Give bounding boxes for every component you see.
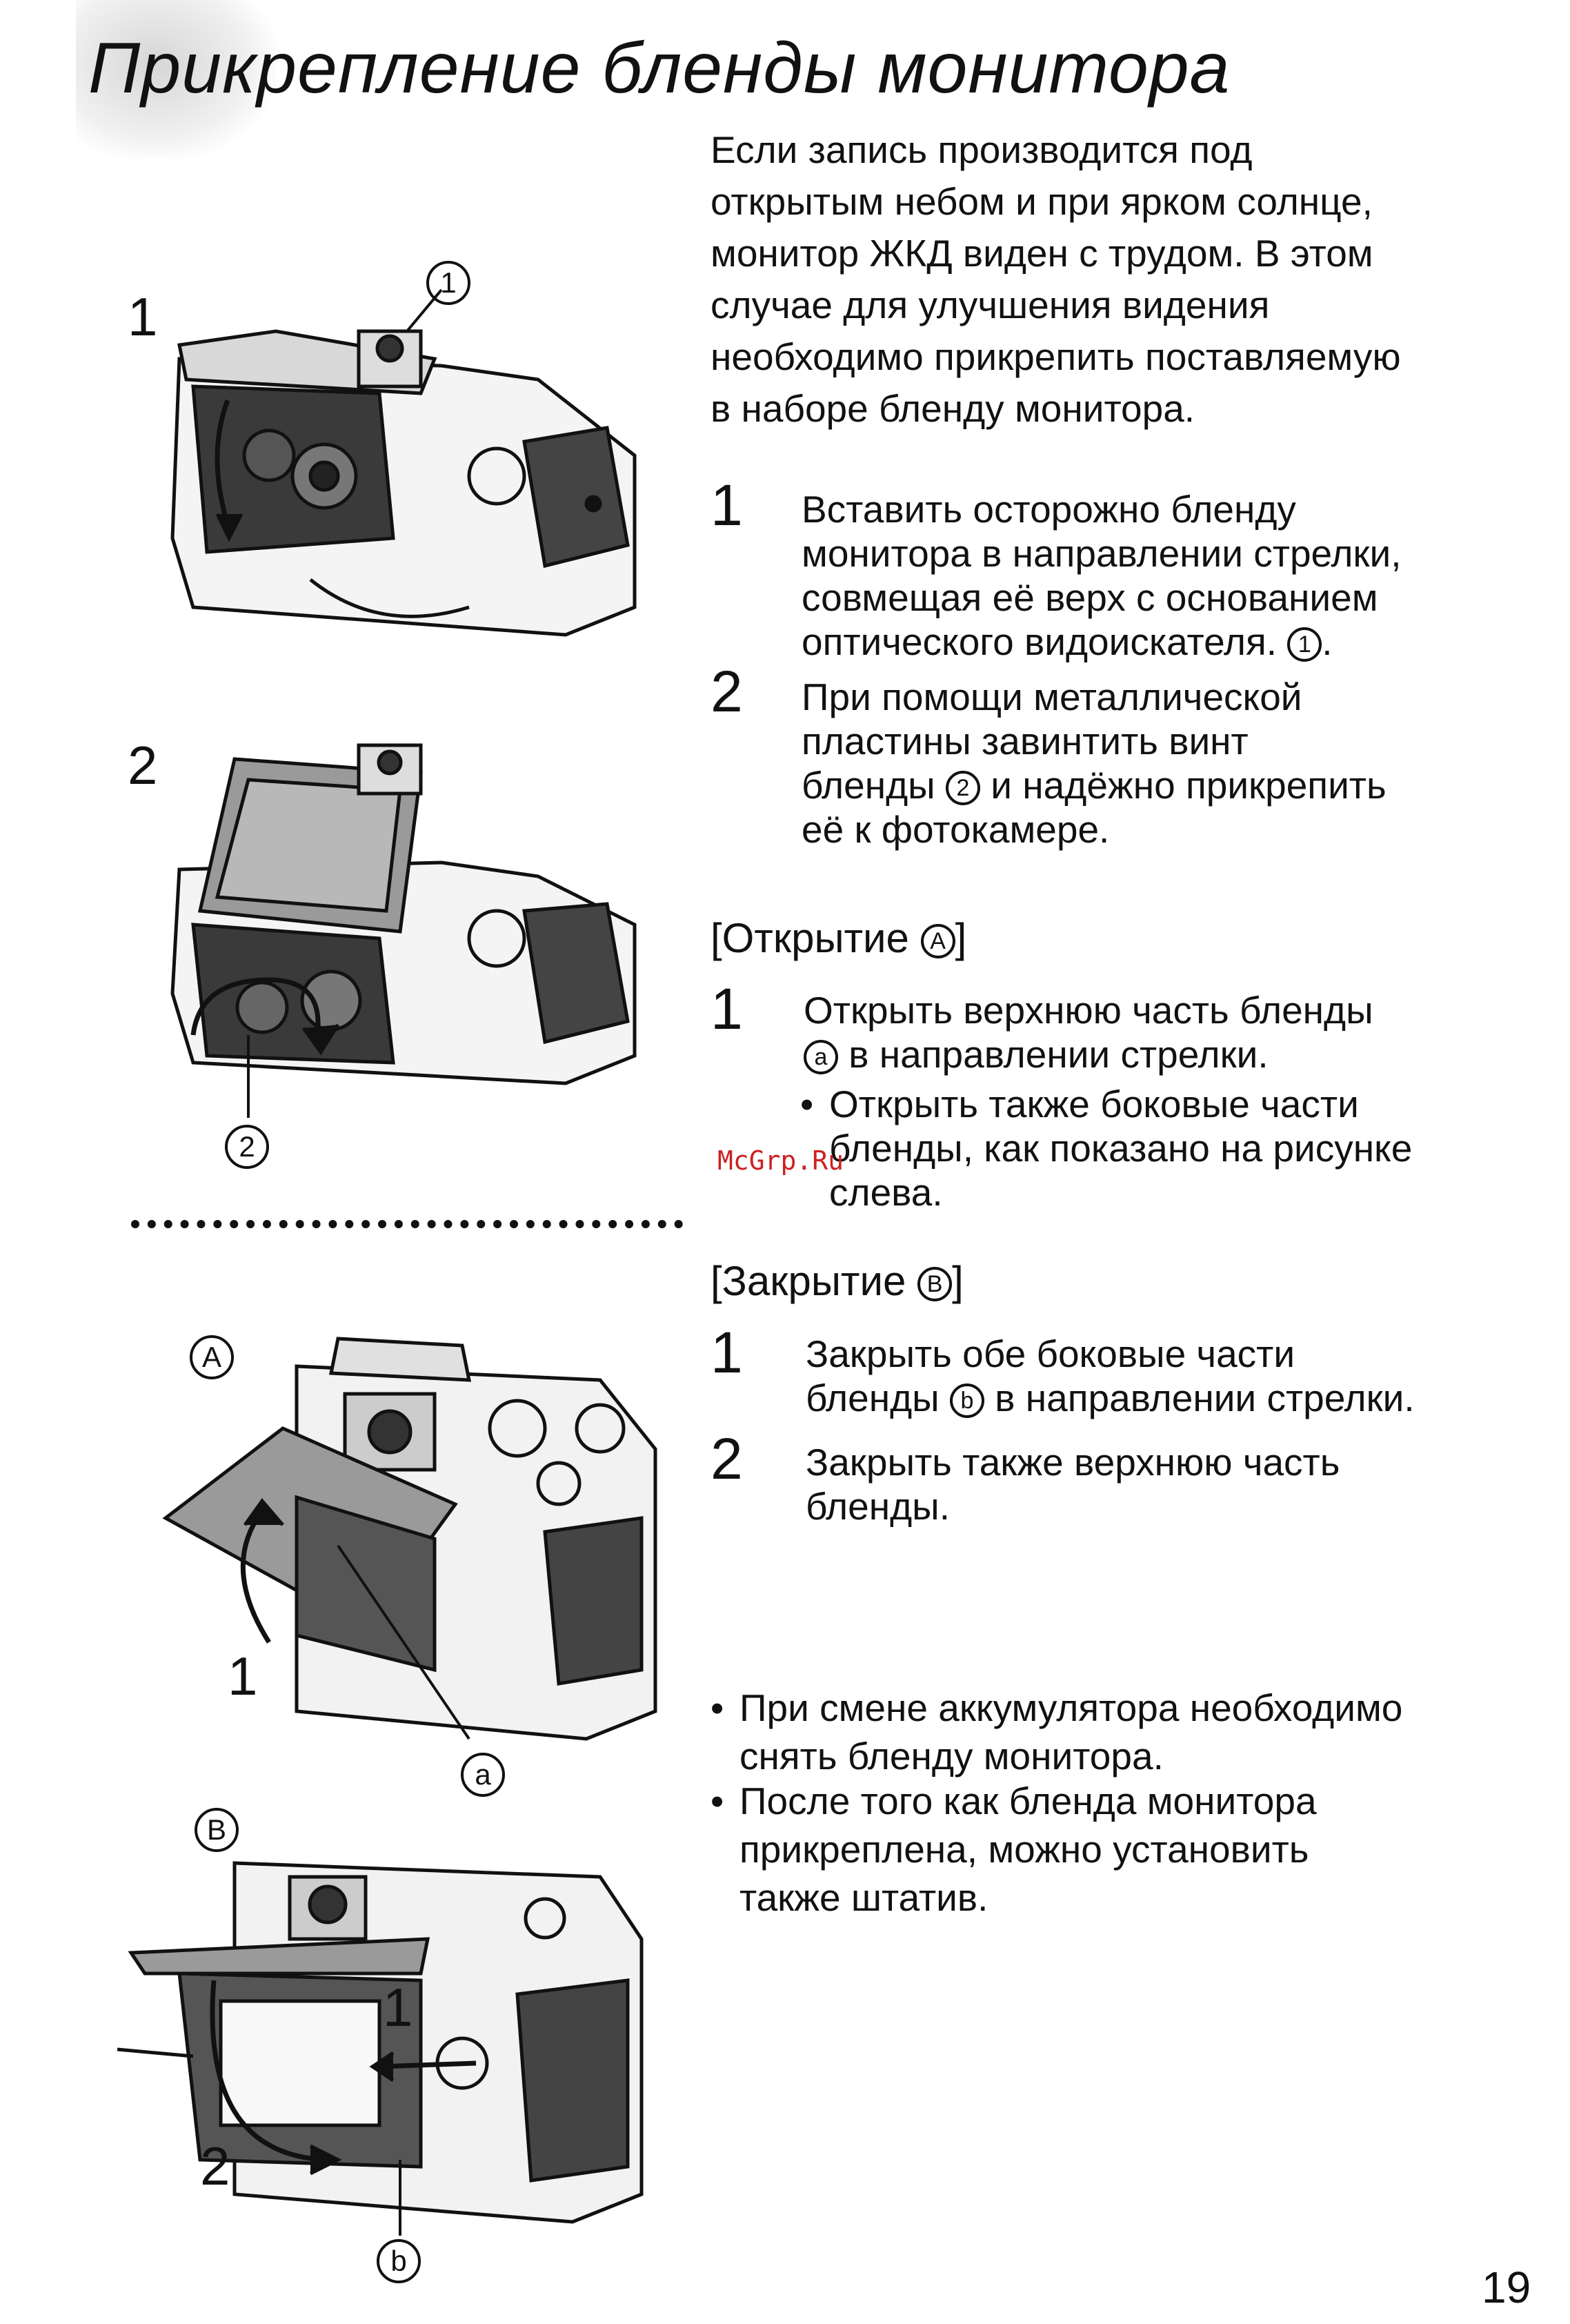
figure-1-label: 1 <box>128 286 158 347</box>
closing-step-1-line2-before: бленды <box>806 1377 940 1419</box>
figure-b-step-2: 2 <box>200 2136 230 2196</box>
figure-1-callout: 1 <box>426 261 470 305</box>
figure-b-callout: b <box>377 2239 421 2283</box>
figure-2-label: 2 <box>128 735 158 796</box>
callout-b-symbol: b <box>950 1383 984 1419</box>
closing-heading-prefix: [Закрытие <box>711 1258 906 1304</box>
note-2-bullet: • <box>711 1780 724 1822</box>
closing-step-2-text: Закрыть также верхнюю часть бленды. <box>806 1441 1340 1528</box>
figure-b-step-1: 1 <box>383 1977 413 2038</box>
figure-b-label: B <box>195 1808 239 1852</box>
section-separator <box>131 1220 683 1228</box>
closing-step-1-line2-after: в направлении стрелки. <box>995 1377 1415 1419</box>
title-smudge <box>76 0 276 159</box>
watermark: McGrp.Ru <box>717 1145 844 1176</box>
attach-step-1-text: Вставить осторожно бленду монитора в нап… <box>802 487 1547 664</box>
opening-step-1-number: 1 <box>711 976 743 1041</box>
closing-heading: [Закрытие B] <box>711 1257 964 1306</box>
attach-step-1-suffix: . <box>1322 620 1333 663</box>
opening-step-1-text: Открыть верхнюю часть бленды a в направле… <box>804 988 1549 1076</box>
note-1-text: При смене аккумулятора необходимо снять … <box>739 1686 1403 1778</box>
closing-step-1-number: 1 <box>711 1320 743 1385</box>
closing-heading-mark: B <box>917 1267 953 1302</box>
closing-step-2-number: 2 <box>711 1426 743 1491</box>
page-title: Прикрепление бленды монитора <box>88 28 1231 108</box>
attach-step-1-number: 1 <box>711 473 743 538</box>
intro-paragraph: Если запись производится под открытым не… <box>711 128 1401 430</box>
figure-2-illustration <box>152 731 648 1118</box>
callout-1-symbol: 1 <box>1287 627 1322 662</box>
figure-a-illustration <box>159 1325 690 1766</box>
figure-a-label: A <box>190 1335 234 1379</box>
opening-heading-suffix: ] <box>955 915 967 961</box>
note-1-bullet: • <box>711 1686 724 1729</box>
attach-step-2-number: 2 <box>711 659 743 724</box>
opening-step-1-line2: в направлении стрелки. <box>848 1033 1269 1076</box>
opening-note-bullet: • <box>800 1083 814 1125</box>
closing-step-1-line1: Закрыть обе боковые части <box>806 1332 1295 1375</box>
attach-step-2-body-after: и надёжно прикрепить её к фотокамере. <box>802 764 1387 851</box>
figure-a-step: 1 <box>228 1646 258 1706</box>
figure-2-callout: 2 <box>225 1125 269 1169</box>
figure-1-illustration <box>152 248 648 662</box>
note-2-text: После того как бленда монитора прикрепле… <box>739 1780 1317 1919</box>
page-number: 19 <box>1482 2263 1531 2312</box>
opening-heading-mark: A <box>920 924 955 959</box>
opening-step-1-line1: Открыть верхнюю часть бленды <box>804 989 1373 1032</box>
attach-step-2-body-before: При помощи металлической пластины завинт… <box>802 676 1302 807</box>
opening-heading-prefix: [Открытие <box>711 915 909 961</box>
closing-heading-suffix: ] <box>952 1258 964 1304</box>
attach-step-1-body: Вставить осторожно бленду монитора в нап… <box>802 488 1402 663</box>
opening-heading: [Открытие A] <box>711 914 966 963</box>
figure-b-illustration <box>117 1835 669 2263</box>
figure-a-callout: a <box>461 1753 505 1797</box>
callout-2-symbol: 2 <box>946 771 980 806</box>
attach-step-2-text: При помощи металлической пластины завинт… <box>802 675 1547 851</box>
opening-note: Открыть также боковые части бленды, как … <box>829 1083 1413 1214</box>
callout-a-symbol: a <box>804 1040 838 1075</box>
